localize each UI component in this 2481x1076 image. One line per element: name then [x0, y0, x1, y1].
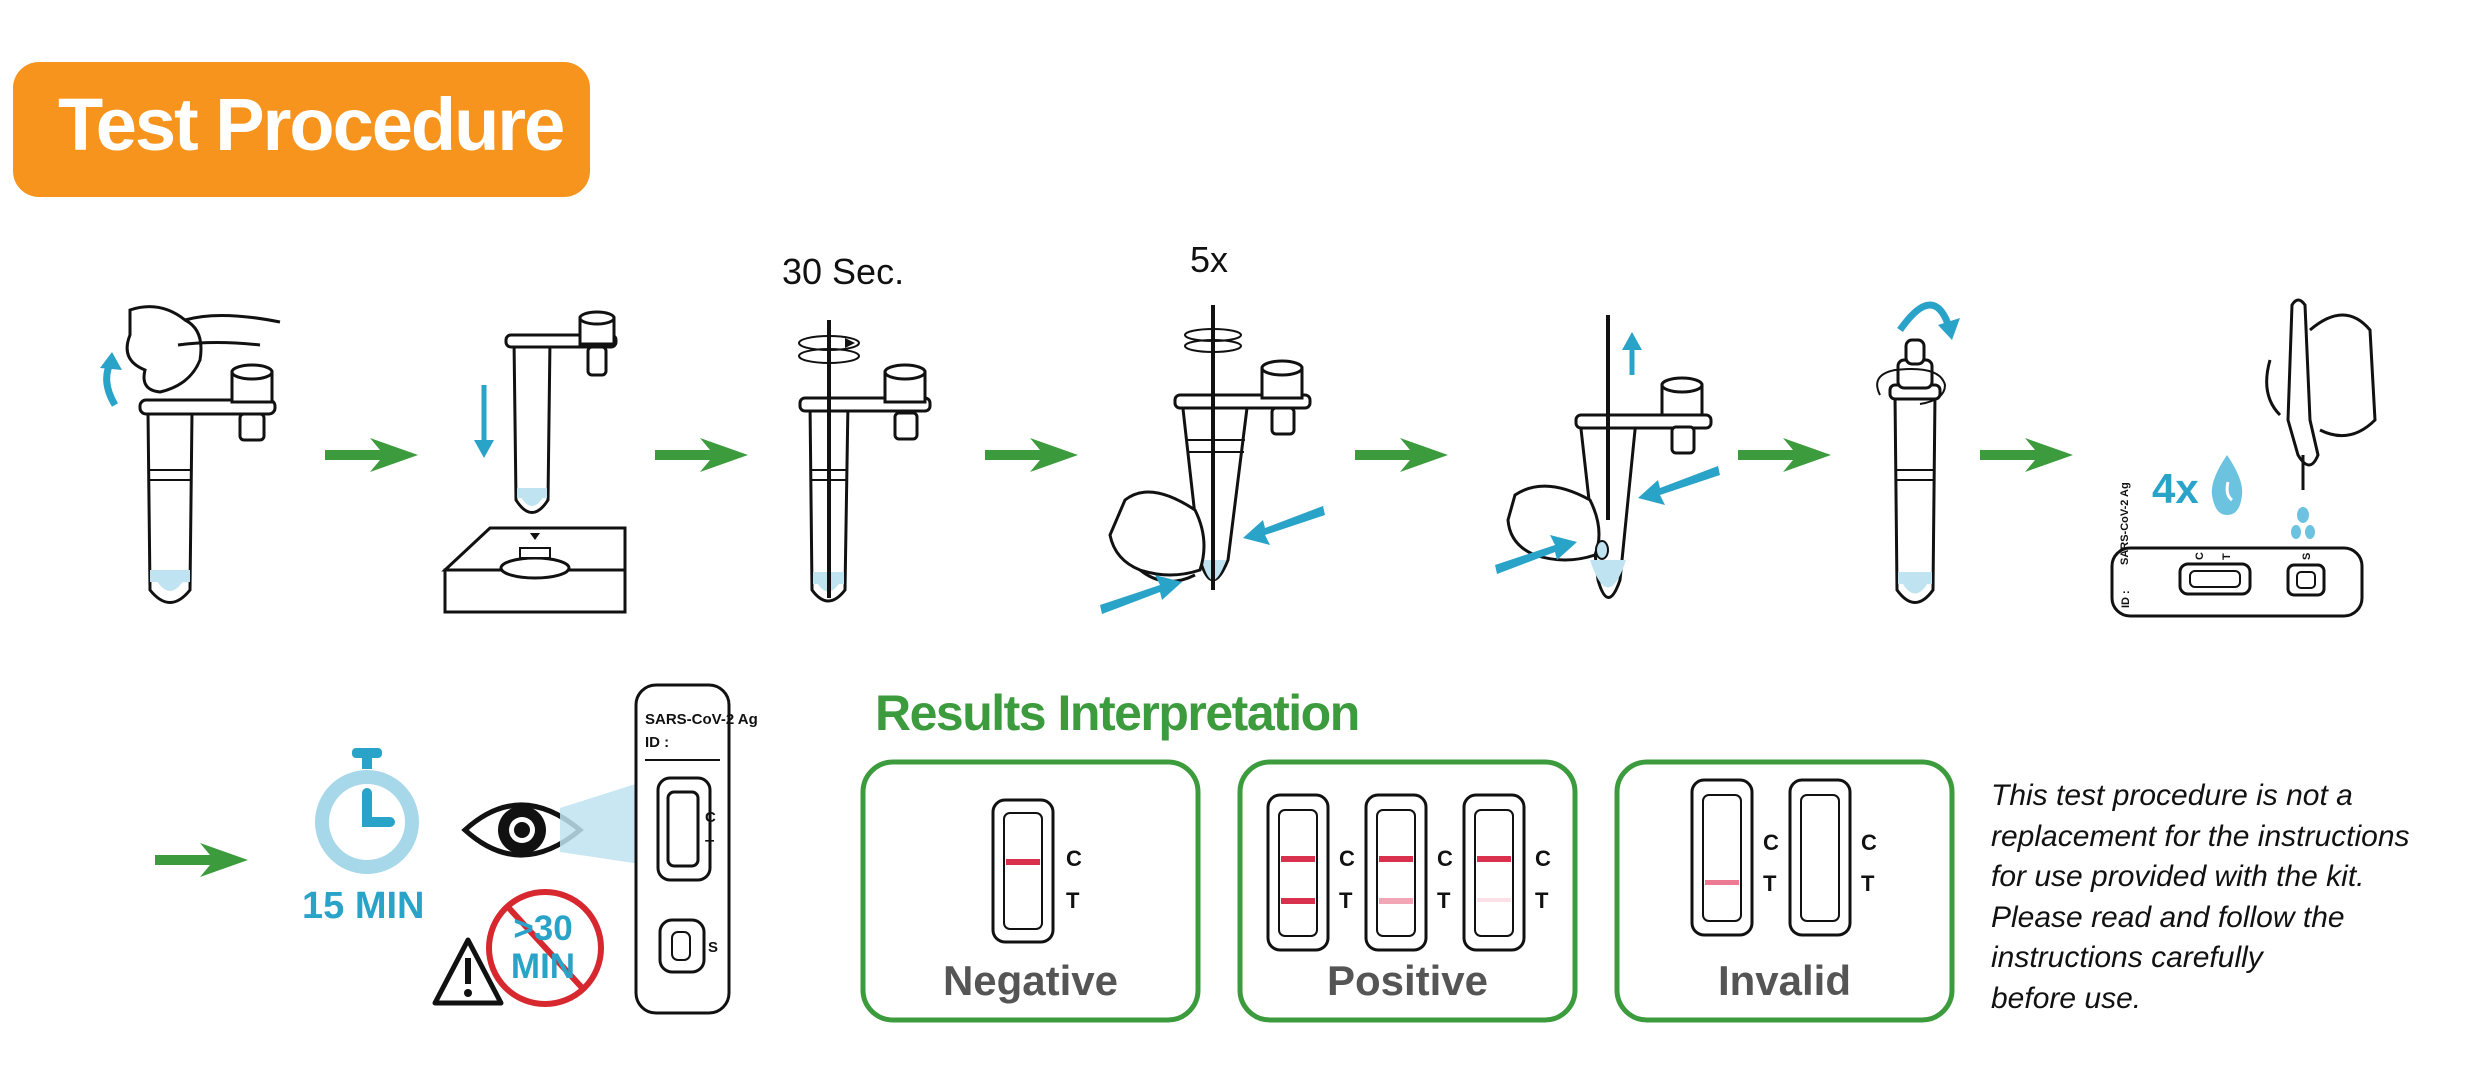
small-device-brand: SARS-CoV-2 Ag — [2119, 482, 2131, 565]
inv1-c-label: C — [1763, 830, 1779, 855]
step5-remove-swab — [1495, 315, 1720, 599]
note-line: before use. — [1991, 981, 2142, 1015]
test-device-large — [634, 683, 731, 1015]
over-30-min-text: >30 MIN — [488, 910, 598, 986]
disclaimer-note: This test procedure is not a replacement… — [1991, 776, 2461, 1019]
pos1-t-label: T — [1339, 888, 1353, 913]
note-line: This test procedure is not a — [1991, 779, 2353, 812]
positive-strips — [1266, 793, 1526, 952]
note-line: instructions carefully — [1991, 941, 2263, 974]
pos1-c-label: C — [1339, 846, 1355, 871]
invalid-strips — [1690, 778, 1852, 937]
inv2-t-label: T — [1861, 871, 1875, 896]
large-device-brand: SARS-CoV-2 Ag — [645, 711, 758, 728]
step2-tube-holder — [441, 310, 627, 614]
step1-open-tube — [100, 305, 281, 604]
title-banner — [13, 62, 590, 197]
over-30-line2: MIN — [510, 947, 576, 986]
green-arrows — [155, 438, 2073, 877]
results-title: Results Interpretation — [875, 685, 1360, 741]
step6-cap-tube — [1876, 301, 1960, 604]
drops-count-label: 4x — [2152, 465, 2199, 512]
large-device-c: C — [705, 809, 716, 826]
over-30-line1: >30 — [513, 909, 573, 948]
negative-strip — [991, 798, 1055, 944]
inv2-c-label: C — [1861, 830, 1877, 855]
page-title: Test Procedure — [58, 83, 565, 166]
small-device-t: T — [2221, 553, 2233, 560]
small-device-s: S — [2301, 552, 2313, 560]
pos3-t-label: T — [1535, 888, 1549, 913]
neg-c-label: C — [1066, 846, 1082, 871]
timer-label: 15 MIN — [302, 885, 425, 927]
step4-count-label: 5x — [1190, 239, 1229, 280]
pos2-t-label: T — [1437, 888, 1451, 913]
warning-icon — [432, 937, 504, 1006]
step3-time-label: 30 Sec. — [782, 251, 905, 292]
pos2-c-label: C — [1437, 846, 1453, 871]
note-line: replacement for the instructions — [1991, 819, 2410, 853]
large-device-s: S — [708, 939, 719, 956]
step3-swirl-swab — [798, 320, 932, 603]
stopwatch-icon — [315, 748, 419, 874]
note-line: Please read and follow the — [1991, 900, 2345, 934]
neg-t-label: T — [1066, 888, 1080, 913]
inv1-t-label: T — [1763, 871, 1777, 896]
no-over-30-min-sign — [486, 889, 604, 1007]
invalid-label: Invalid — [1717, 957, 1852, 1004]
positive-label: Positive — [1326, 957, 1489, 1004]
pos3-c-label: C — [1535, 846, 1551, 871]
step4-squeeze-tube — [1100, 305, 1325, 614]
negative-label: Negative — [942, 957, 1119, 1004]
large-device-t: T — [705, 837, 715, 854]
note-line: for use provided with the kit. — [1991, 860, 2365, 893]
step7-drop-sample — [2110, 298, 2377, 618]
small-device-id: ID : — [2120, 590, 2132, 608]
small-device-c: C — [2194, 552, 2206, 560]
large-device-id: ID : — [645, 734, 670, 751]
